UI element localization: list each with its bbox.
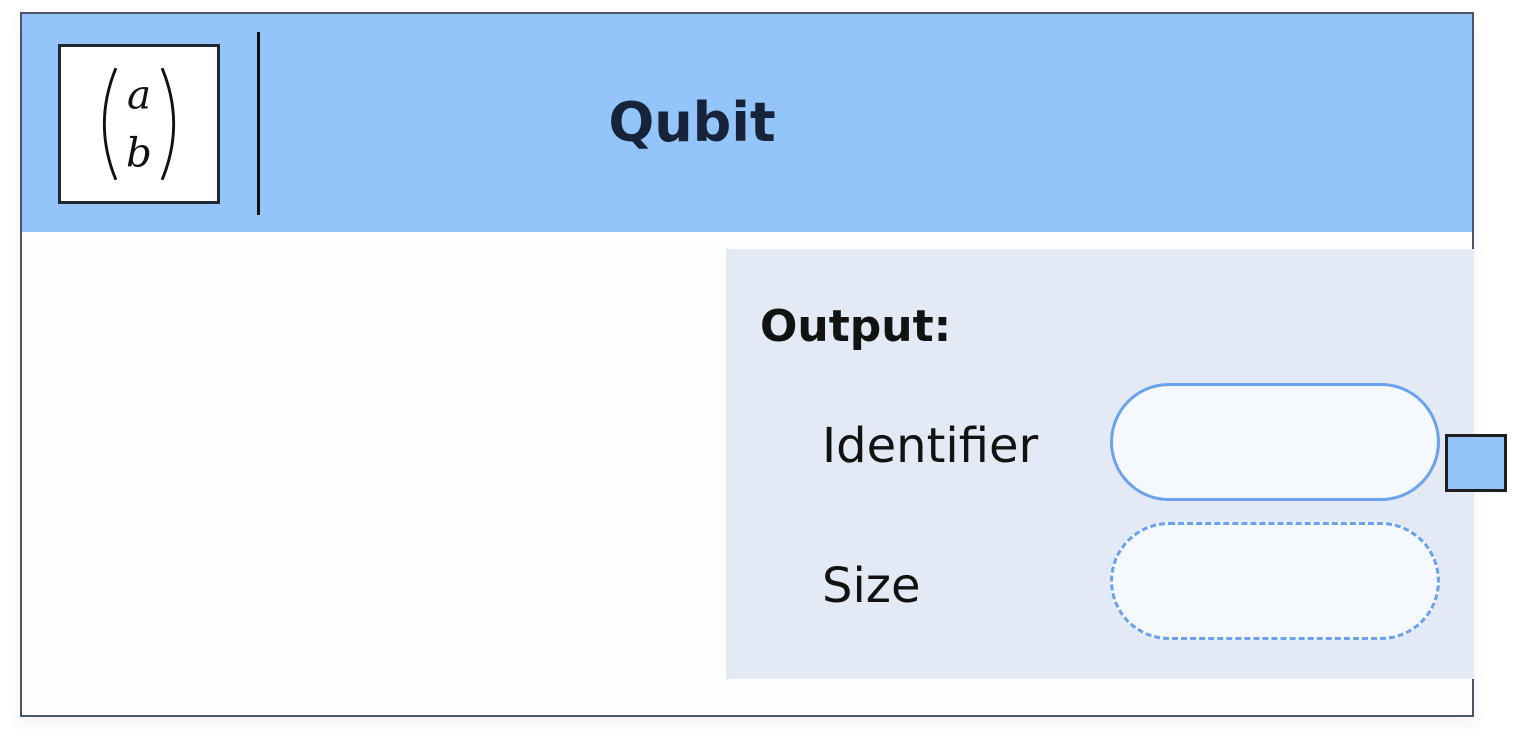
- vector-top-symbol: a: [127, 71, 151, 119]
- vector-icon-glyph: a b: [103, 67, 175, 181]
- identifier-label: Identifier: [822, 418, 1039, 474]
- identifier-field[interactable]: [1110, 383, 1440, 501]
- size-label: Size: [822, 558, 921, 614]
- qubit-node[interactable]: a b Qubit Output: Identifier Size: [20, 12, 1474, 717]
- output-panel: Output: Identifier Size: [726, 249, 1474, 679]
- vector-bottom-symbol: b: [126, 128, 152, 176]
- output-port[interactable]: [1445, 434, 1507, 492]
- node-title: Qubit: [608, 91, 776, 154]
- output-heading: Output:: [760, 301, 952, 352]
- node-header: a b Qubit: [22, 14, 1472, 232]
- column-vector-icon: a b: [58, 44, 220, 204]
- size-field[interactable]: [1110, 522, 1440, 640]
- header-divider: [257, 32, 260, 215]
